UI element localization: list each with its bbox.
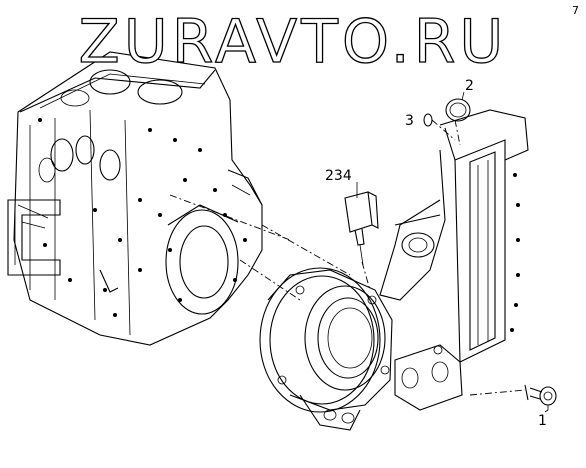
bolt-part-1 [524,384,557,406]
o-ring-part-2 [445,98,471,122]
leader-lines [356,91,549,413]
washer-part-3 [423,113,433,127]
mounting-bracket [379,109,529,411]
callout-3: 3 [405,113,414,129]
callout-1: 1 [538,413,547,429]
watermark: ZURAVTO.RU [79,7,508,77]
callout-234: 234 [325,168,352,184]
corner-mark: 7 [572,4,579,17]
callout-2: 2 [465,78,474,94]
flywheel-housing [259,267,393,431]
engine-block [7,51,263,346]
sensor-part-234 [344,191,379,266]
assembly-lines [169,119,526,396]
